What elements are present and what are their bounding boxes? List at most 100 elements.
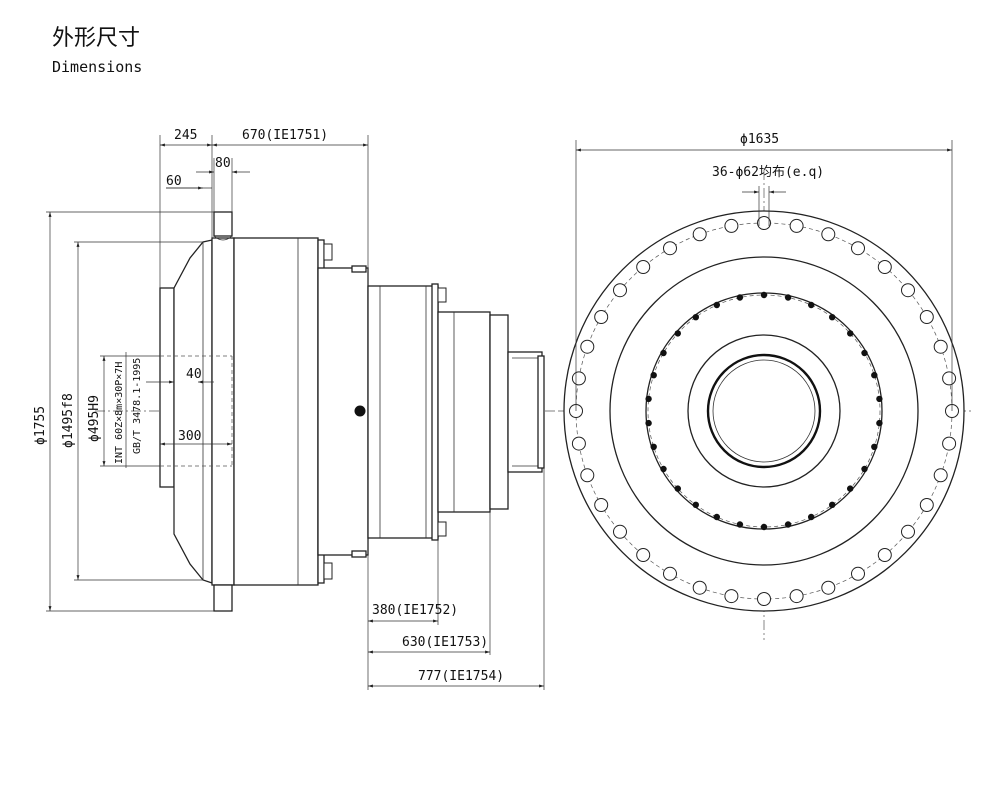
inner-bolt-hole: [847, 485, 854, 492]
transition-cap-bottom: [351, 550, 367, 558]
inner-bolt-hole: [871, 372, 878, 379]
outer-bolt-hole: [594, 498, 609, 512]
stage3-cap: [489, 314, 509, 510]
outer-bolt-hole: [724, 589, 739, 604]
dim-holes: 36-ϕ62均布(e.q): [712, 165, 824, 180]
outer-bolt-hole: [821, 227, 836, 242]
outer-bolt-hole: [942, 436, 957, 451]
outer-bolt-hole: [919, 498, 934, 512]
tapered-cover: [173, 239, 213, 584]
inner-bolt-hole: [808, 301, 815, 309]
title-english: Dimensions: [52, 58, 143, 76]
inner-bolt-hole: [876, 419, 883, 427]
outer-bolt-hole: [851, 241, 865, 256]
outer-bolt-hole: [613, 524, 627, 539]
inner-bolt-hole: [736, 294, 744, 301]
inner-holes: [645, 291, 883, 531]
dim-380: 380(IE1752): [372, 603, 458, 618]
stage2-rim: [431, 283, 439, 541]
input-flange: [537, 355, 545, 469]
inner-bolt-hole: [692, 501, 699, 508]
dim-dia495: ϕ495H9: [87, 395, 102, 442]
stage3-housing: [437, 311, 491, 513]
outer-bolt-hole: [724, 218, 739, 233]
stage2-bolt-bottom: [437, 521, 447, 537]
stage1-bolt-bottom: [323, 562, 333, 580]
outer-bolt-hole: [571, 371, 586, 386]
inner-bolt-hole: [784, 521, 792, 528]
flange-top-lug: [213, 211, 233, 237]
inner-bolt-hole: [650, 443, 657, 450]
dim-245: 245: [174, 128, 197, 143]
stage2-bolt-top: [437, 287, 447, 303]
inner-bolt-hole: [674, 485, 681, 492]
outer-bolt-hole: [757, 592, 771, 606]
outer-bolt-hole: [692, 227, 707, 242]
outer-bolt-hole: [594, 310, 609, 324]
outer-bolt-hole: [663, 566, 677, 581]
dim-777: 777(IE1754): [418, 669, 504, 684]
inner-bolt-hole: [692, 314, 699, 321]
outer-bolt-hole: [942, 371, 957, 386]
front-view: ϕ1635 36-ϕ62均布(e.q): [560, 132, 972, 640]
outer-bolt-hole: [933, 339, 948, 354]
outer-bolt-hole: [901, 524, 915, 539]
inner-bolt-hole: [760, 291, 768, 299]
outer-bolt-hole: [821, 580, 836, 595]
inner-bolt-hole: [660, 349, 667, 357]
spline-hub: [159, 287, 175, 488]
dim-40: 40: [186, 367, 202, 382]
outer-bolt-hole: [613, 283, 627, 298]
outer-bolt-hole: [636, 260, 651, 274]
outer-bolt-hole: [757, 216, 771, 230]
bore-outer: [706, 353, 822, 469]
inner-bolt-hole: [861, 349, 868, 357]
inner-bolt-hole: [876, 395, 883, 403]
transition-cap-top: [351, 265, 367, 273]
inner-bolt-hole: [829, 314, 836, 321]
title-chinese: 外形尺寸: [52, 26, 141, 51]
spline-standard: GB/T 3478.1-1995: [132, 358, 143, 454]
inner-bolt-hole: [760, 523, 768, 531]
outer-bolt-hole: [571, 436, 586, 451]
dim-80: 80: [215, 156, 231, 171]
stage2-housing: [367, 285, 439, 539]
main-flange: [211, 237, 235, 586]
inner-bolt-hole: [847, 330, 854, 337]
outer-bolt-hole: [933, 468, 948, 483]
inner-bolt-hole: [650, 372, 657, 379]
dim-670: 670(IE1751): [242, 128, 328, 143]
outer-bolt-hole: [877, 260, 892, 274]
inner-bolt-hole: [674, 330, 681, 337]
dim-dia1755: ϕ1755: [33, 406, 48, 445]
inner-bolt-hole: [660, 465, 667, 473]
flange-bottom-lug: [213, 584, 233, 612]
inner-bolt-hole: [713, 513, 720, 521]
inner-bolt-hole: [645, 395, 652, 403]
inner-bolt-hole: [713, 301, 720, 309]
dim-60: 60: [166, 174, 182, 189]
side-view: 245 670(IE1751) 80 60 ϕ1755 ϕ1495f8 ϕ495…: [33, 128, 560, 690]
dim-dia1495: ϕ1495f8: [61, 393, 76, 448]
inner-bolt-hole: [784, 294, 792, 301]
outer-bolt-hole: [789, 218, 804, 233]
outer-bolt-hole: [580, 468, 595, 483]
outer-bolt-hole: [663, 241, 677, 256]
inner-bolt-hole: [808, 513, 815, 521]
outer-holes: [569, 216, 959, 606]
outer-bolt-hole: [692, 580, 707, 595]
outer-bolt-hole: [636, 548, 651, 562]
plug-dot: [354, 405, 366, 417]
dim-300: 300: [178, 429, 201, 444]
outer-bolt-hole: [901, 283, 915, 298]
spline-spec: INT 60Z×8m×30P×7H: [114, 362, 125, 464]
inner-bolt-hole: [829, 501, 836, 508]
outer-bolt-hole: [789, 589, 804, 604]
stage1-housing: [233, 237, 319, 586]
inner-bolt-hole: [645, 419, 652, 427]
outer-bolt-hole: [877, 548, 892, 562]
dim-630: 630(IE1753): [402, 635, 488, 650]
outer-bolt-hole: [851, 566, 865, 581]
bore-inner: [712, 359, 816, 463]
